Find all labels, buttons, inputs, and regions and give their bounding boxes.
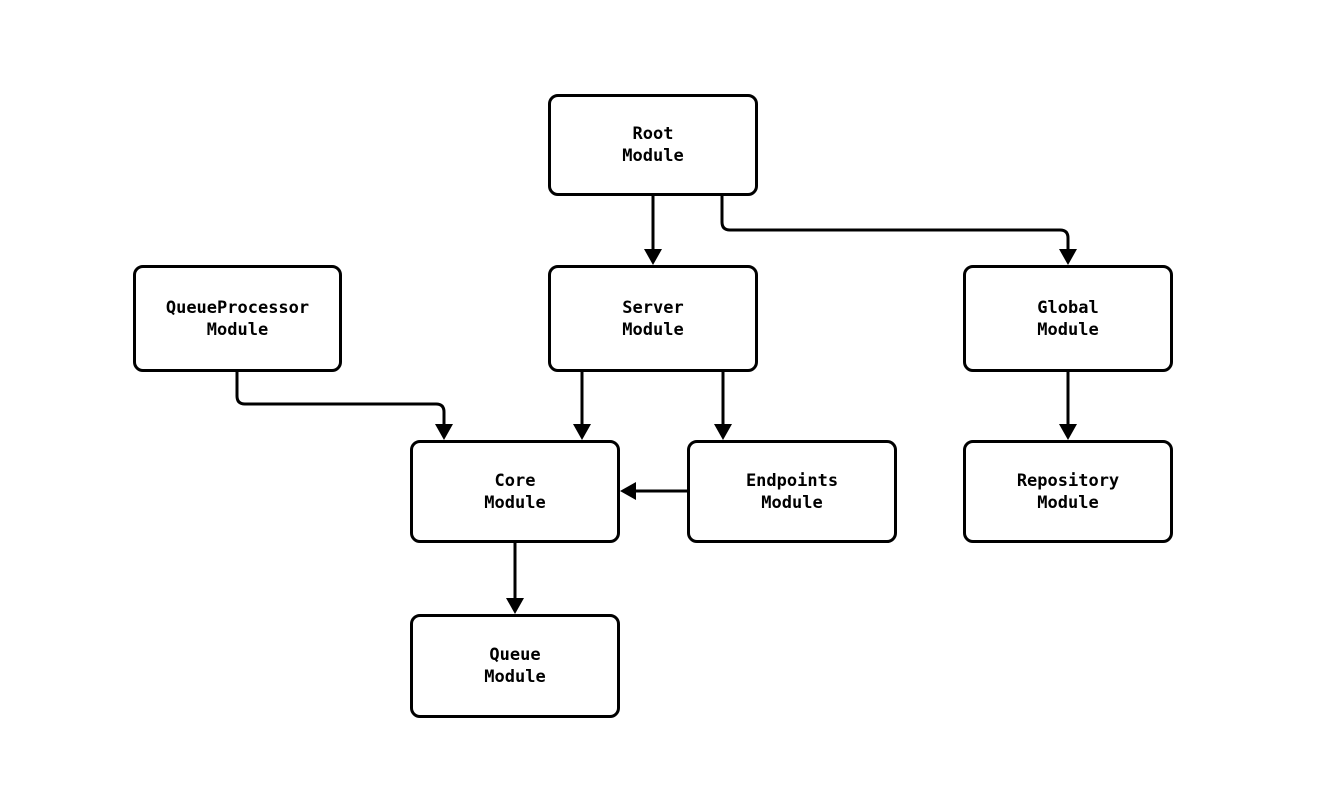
node-core-label: Core Module (484, 470, 546, 513)
arrowhead-icon-root-to-server (644, 249, 662, 265)
node-core[interactable]: Core Module (410, 440, 620, 543)
edge-queueprocessor-to-core (235, 372, 446, 424)
node-root[interactable]: Root Module (548, 94, 758, 196)
node-global[interactable]: Global Module (963, 265, 1173, 372)
node-repository-label: Repository Module (1016, 470, 1120, 513)
edges-group (235, 196, 1077, 614)
node-queue[interactable]: Queue Module (410, 614, 620, 718)
node-endpoints[interactable]: Endpoints Module (687, 440, 897, 543)
arrowhead-icon-endpoints-to-core (620, 482, 636, 500)
node-endpoints-label: Endpoints Module (745, 470, 839, 513)
node-queueprocessor-label: QueueProcessor Module (165, 297, 310, 340)
arrowhead-icon-server-to-core (573, 424, 591, 440)
arrowhead-icon-queueprocessor-to-core (435, 424, 453, 440)
edge-root-to-global (720, 196, 1070, 249)
node-queue-label: Queue Module (484, 645, 546, 687)
node-server[interactable]: Server Module (548, 265, 758, 372)
node-queueprocessor[interactable]: QueueProcessor Module (133, 265, 342, 372)
node-root-label: Root Module (622, 124, 684, 166)
node-server-label: Server Module (622, 297, 684, 340)
arrowhead-icon-server-to-endpoints (714, 424, 732, 440)
node-repository[interactable]: Repository Module (963, 440, 1173, 543)
arrowhead-icon-core-to-queue (506, 598, 524, 614)
arrowhead-icon-root-to-global (1059, 249, 1077, 265)
node-global-label: Global Module (1037, 297, 1099, 340)
arrowhead-icon-global-to-repository (1059, 424, 1077, 440)
